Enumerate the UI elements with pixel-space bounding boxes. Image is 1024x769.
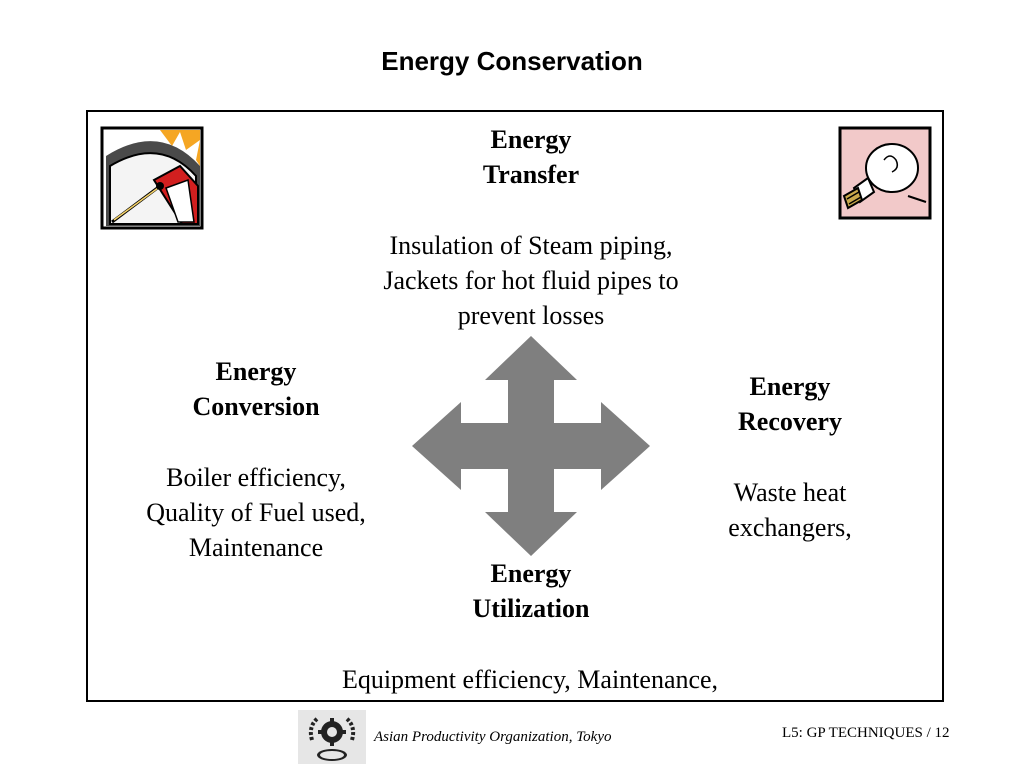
energy-conversion-text-line-1: Boiler efficiency,	[166, 463, 346, 492]
energy-transfer-heading-line-1: Energy	[490, 125, 572, 154]
energy-utilization-heading-line-1: Energy	[490, 559, 572, 588]
energy-conversion-text-line-3: Maintenance	[188, 533, 324, 562]
footer-organization: Asian Productivity Organization, Tokyo	[374, 729, 612, 745]
energy-transfer-heading-line-2: Transfer	[482, 160, 580, 189]
slide-title: Energy Conservation	[381, 46, 643, 76]
four-way-arrow-icon	[412, 336, 650, 556]
energy-utilization-heading-line-2: Utilization	[472, 594, 590, 623]
energy-transfer-text-line-2: Jackets for hot fluid pipes to	[383, 266, 679, 295]
energy-utilization-text-block: Equipment efficiency, Maintenance,	[230, 662, 830, 697]
energy-transfer-text-line-3: prevent losses	[457, 301, 605, 330]
gauge-icon	[100, 126, 204, 230]
energy-recovery-text-line-1: Waste heat	[733, 478, 847, 507]
energy-recovery-heading-line-2: Recovery	[738, 407, 842, 436]
energy-recovery-heading-line-1: Energy	[749, 372, 831, 401]
energy-conversion-block: Energy Conversion Boiler efficiency, Qua…	[104, 354, 408, 565]
energy-transfer-block: Energy Transfer Insulation of Steam pipi…	[330, 122, 732, 333]
energy-transfer-text-line-1: Insulation of Steam piping,	[389, 231, 673, 260]
energy-conversion-heading-line-2: Conversion	[192, 392, 320, 421]
apo-logo-icon	[298, 710, 366, 764]
energy-utilization-text-line-1: Equipment efficiency, Maintenance,	[341, 665, 719, 694]
energy-conversion-heading-line-1: Energy	[215, 357, 297, 386]
energy-recovery-text-line-2: exchangers,	[728, 513, 852, 542]
diagram-frame	[86, 110, 944, 702]
energy-recovery-block: Energy Recovery Waste heat exchangers,	[690, 369, 890, 545]
footer-page-number: L5: GP TECHNIQUES / 12	[782, 725, 950, 741]
light-bulb-icon	[838, 126, 932, 220]
energy-conversion-text-line-2: Quality of Fuel used,	[146, 498, 366, 527]
energy-utilization-heading-block: Energy Utilization	[400, 556, 662, 626]
